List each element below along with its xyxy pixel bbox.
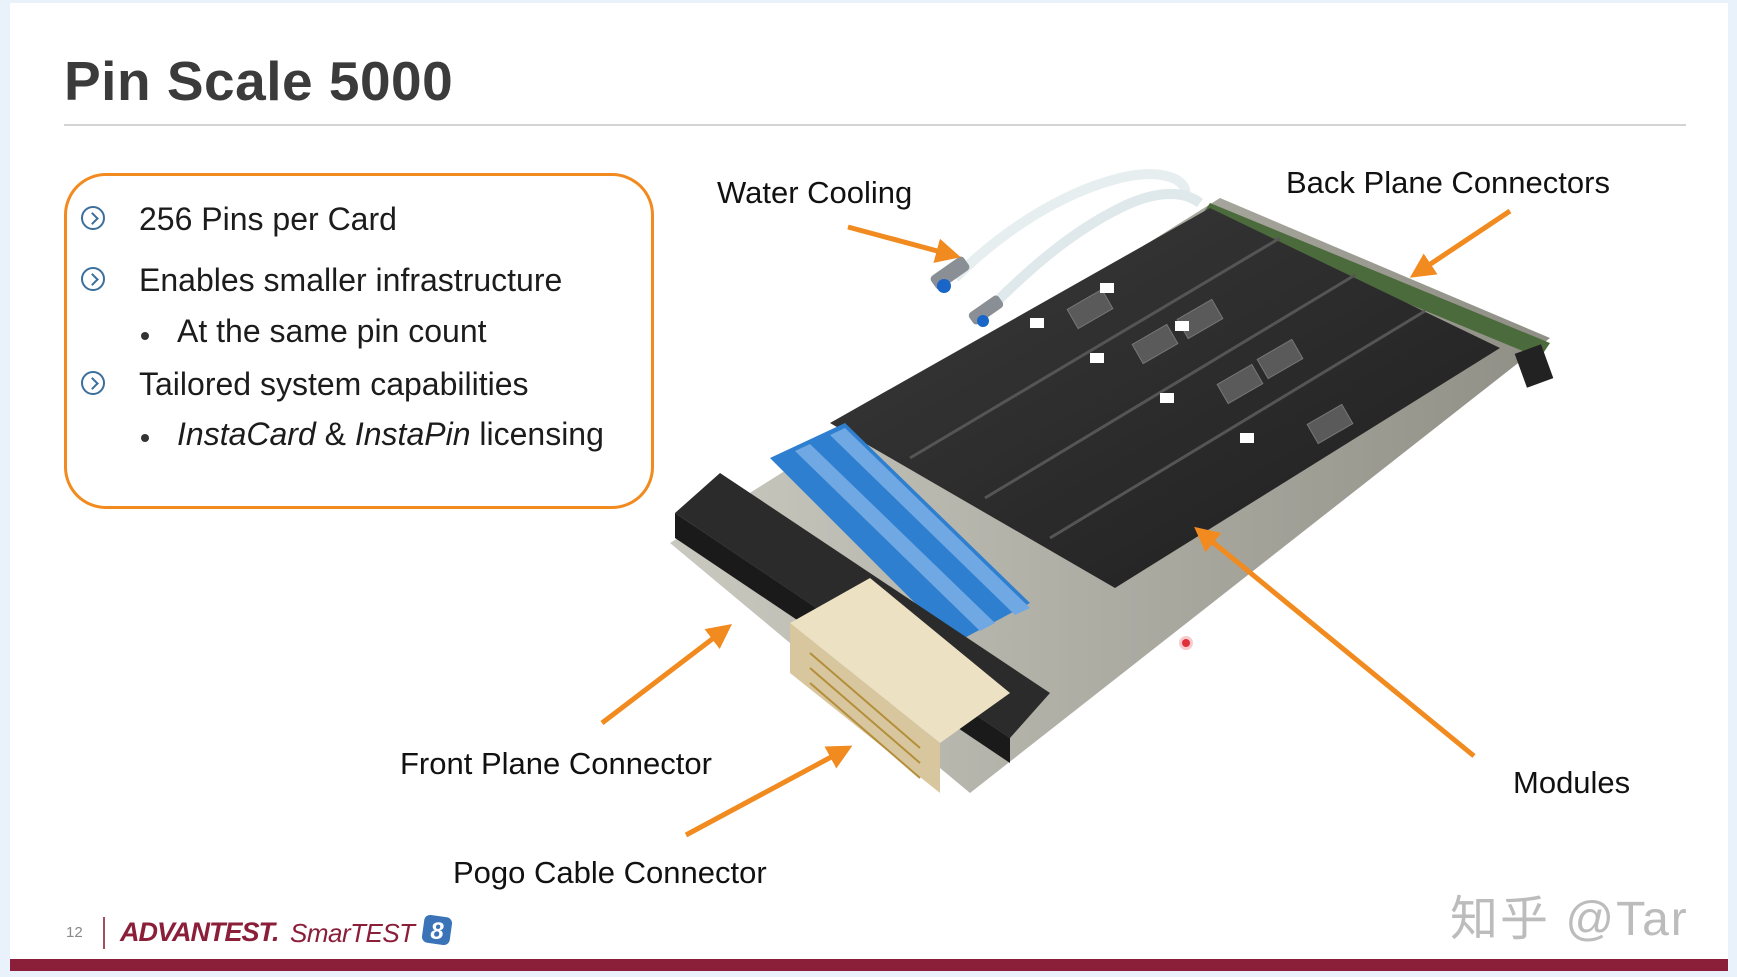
badge-number: 8 (430, 918, 444, 945)
feature-subitem-pin-count: At the same pin count (177, 313, 487, 349)
callout-modules: Modules (1513, 765, 1631, 800)
feature-item-capabilities: Tailored system capabilities (139, 366, 529, 402)
slide-title: Pin Scale 5000 (64, 50, 454, 112)
feature-item-pins: 256 Pins per Card (139, 201, 397, 237)
smartest-8-badge-icon: 8 (421, 914, 453, 946)
feature-subitem-licensing: InstaCard & InstaPin licensing (177, 416, 604, 453)
page-number: 12 (66, 924, 83, 941)
chevron-right-icon (81, 267, 105, 291)
title-divider (64, 124, 1686, 126)
slide: Pin Scale 5000 256 Pins per Card Enables… (10, 3, 1728, 971)
smartest-logo: SmarTEST (290, 918, 415, 948)
pogo-cable-arrow (684, 745, 853, 838)
modules-arrow (1194, 526, 1476, 758)
water-cooling-arrow (847, 224, 961, 263)
pin-scale-card-image (670, 169, 1554, 793)
front-plane-arrow (600, 623, 732, 725)
callout-back-plane-connectors: Back Plane Connectors (1286, 165, 1610, 200)
back-plane-arrow (1409, 208, 1512, 278)
instapin-term: InstaPin (354, 416, 471, 452)
footer-bar (10, 959, 1728, 971)
chevron-right-icon (81, 371, 105, 395)
bullet-dot (141, 332, 149, 340)
advantest-logo: ADVANTEST. (120, 917, 279, 947)
bullet-dot (141, 434, 149, 442)
instacard-term: InstaCard (177, 416, 316, 452)
callout-arrows (600, 208, 1512, 838)
licensing-text: licensing (470, 416, 604, 452)
watermark-text: 知乎 @Tar (1450, 893, 1689, 946)
chevron-right-icon (81, 206, 105, 230)
feature-box: 256 Pins per Card Enables smaller infras… (64, 173, 654, 509)
footer-divider (103, 917, 105, 949)
callout-water-cooling: Water Cooling (717, 175, 913, 210)
ampersand: & (315, 416, 355, 452)
feature-item-infrastructure: Enables smaller infrastructure (139, 262, 563, 298)
callout-front-plane-connector: Front Plane Connector (400, 746, 712, 781)
callout-pogo-cable-connector: Pogo Cable Connector (453, 855, 767, 890)
pointer-dot (1182, 639, 1190, 647)
